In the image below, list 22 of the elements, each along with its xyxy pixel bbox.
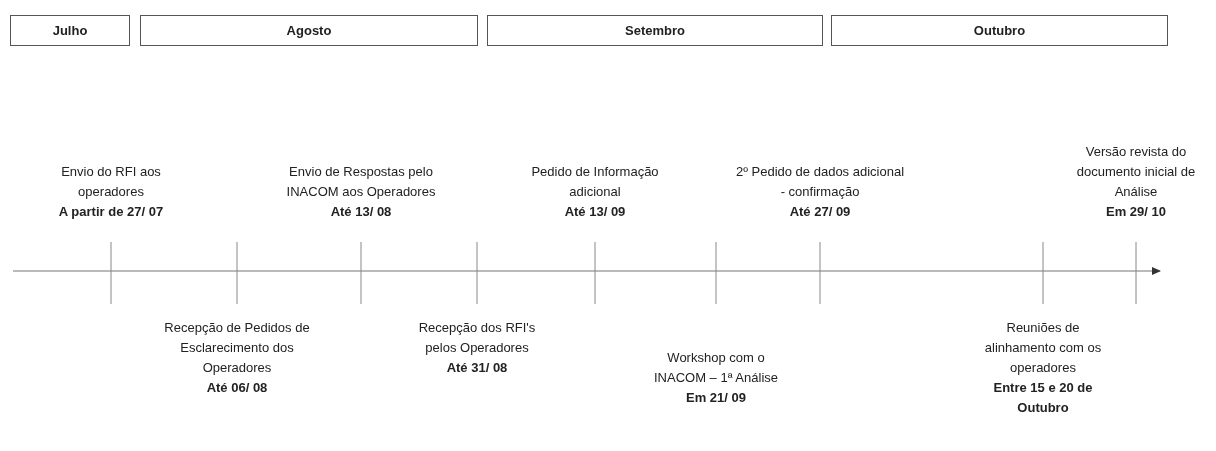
event-date: A partir de 27/ 07 — [57, 203, 165, 221]
event-description: Recepção dos RFI's pelos Operadores — [417, 319, 537, 357]
event-date: Entre 15 e 20 de Outubro — [992, 379, 1094, 417]
event-description: 2º Pedido de dados adicional - confirmação — [735, 163, 905, 201]
event-description: Workshop com o INACOM – 1ª Análise — [653, 349, 779, 387]
event-date: Até 06/ 08 — [205, 379, 269, 397]
event-date: Até 13/ 09 — [563, 203, 627, 221]
month-box: Setembro — [487, 15, 823, 46]
event-date: Em 29/ 10 — [1105, 203, 1167, 221]
event-description: Recepção de Pedidos de Esclarecimento dos Operadores — [163, 319, 311, 377]
month-box: Agosto — [140, 15, 478, 46]
event-description: Reuniões de alinhamento com os operadores — [983, 319, 1103, 377]
event-date: Em 21/ 09 — [685, 389, 747, 407]
month-box: Julho — [10, 15, 130, 46]
event-description: Envio do RFI aos operadores — [60, 163, 162, 201]
event-description: Pedido de Informação adicional — [530, 163, 660, 201]
event-date: Até 31/ 08 — [445, 359, 509, 377]
month-box: Outubro — [831, 15, 1168, 46]
event-description: Envio de Respostas pelo INACOM aos Operadores — [286, 163, 436, 201]
event-date: Até 13/ 08 — [329, 203, 393, 221]
event-date: Até 27/ 09 — [788, 203, 852, 221]
event-description: Versão revista do documento inicial de Análise — [1075, 143, 1197, 201]
